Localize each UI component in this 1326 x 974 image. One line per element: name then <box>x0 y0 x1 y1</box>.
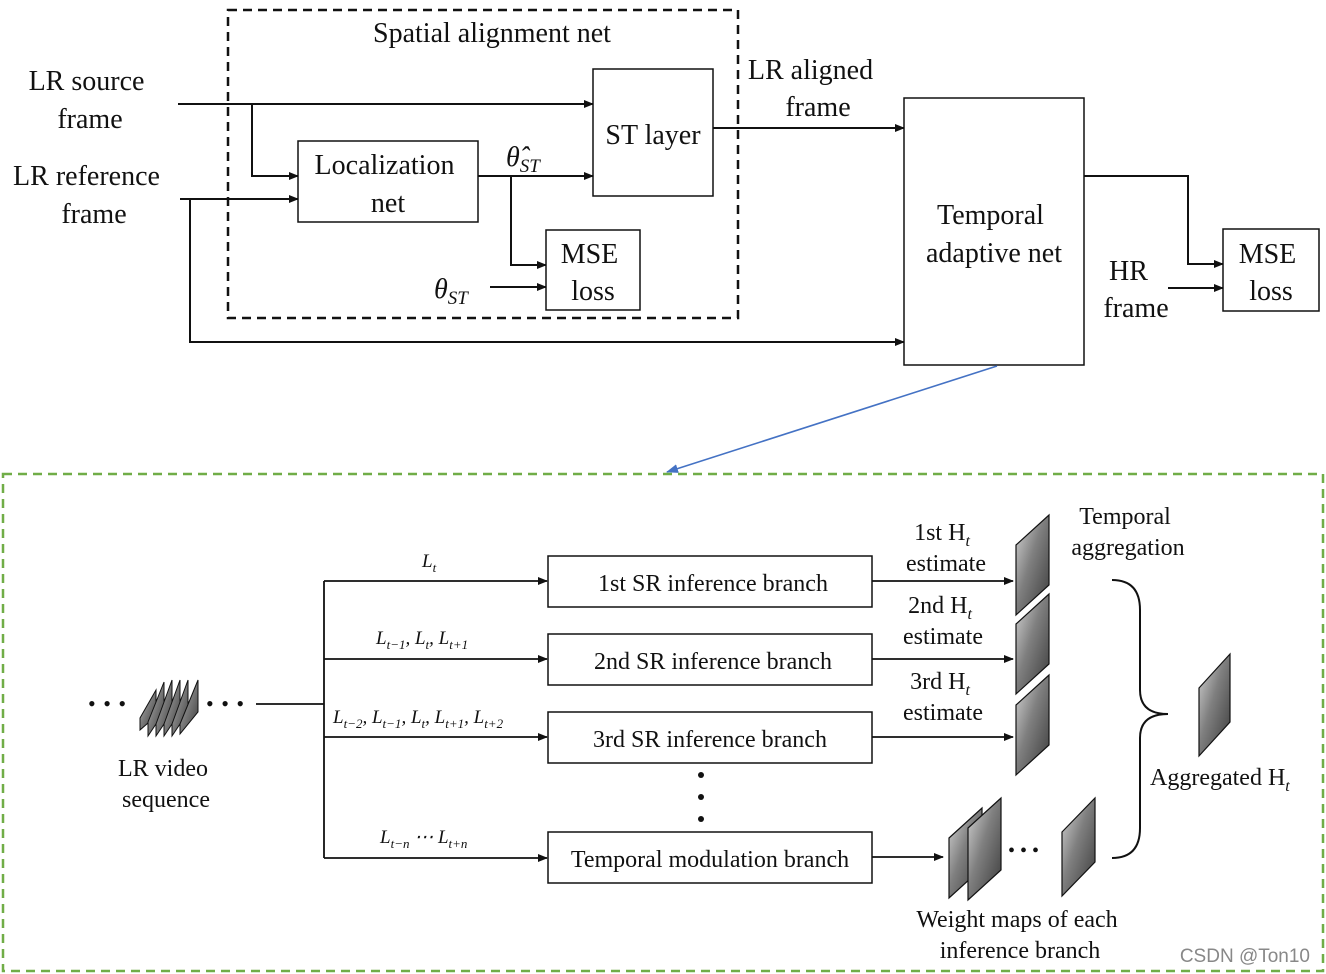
estimate-3-slab <box>1015 673 1050 777</box>
branch-1-label: 1st SR inference branch <box>598 571 828 597</box>
mse-loss-label-1: MSE loss <box>561 239 626 307</box>
localization-net-label: Localization net <box>315 150 462 219</box>
estimate-3-label: 3rd Ht estimate <box>903 669 983 726</box>
branch-1-box <box>547 555 873 608</box>
branch-2-input-label: Lt−1, Lt, Lt+1 <box>375 628 468 652</box>
branch-3-label: 3rd SR inference branch <box>593 727 827 753</box>
lr-video-stack-icon <box>139 679 199 738</box>
temporal-adaptive-net-detail-region <box>1 472 1325 973</box>
lr-aligned-label: LR aligned frame <box>748 55 880 123</box>
input-distribution-lines <box>256 577 548 862</box>
spatial-alignment-net-region <box>226 8 740 320</box>
weight-map-dots: • • • <box>1008 840 1039 862</box>
branch-4-input-label: Lt−n ⋯ Lt+n <box>379 827 467 851</box>
lr-video-sequence-label: LR video sequence <box>118 756 214 813</box>
lr-reference-label: LR reference frame <box>13 161 167 230</box>
theta-hat-st-label: θ̂ST <box>506 142 541 177</box>
right-dots: • • • <box>206 691 245 716</box>
mse-loss-label-2: MSE loss <box>1239 239 1304 307</box>
branch-3-box <box>547 711 873 764</box>
temporal-modulation-box <box>547 831 873 884</box>
localization-outputs <box>478 172 594 291</box>
localization-net-box <box>297 140 479 223</box>
branch-3-input-label: Lt−2, Lt−1, Lt, Lt+1, Lt+2 <box>332 707 504 731</box>
aggregation-brace <box>1111 579 1169 859</box>
lr-source-connectors <box>178 100 594 180</box>
branch-2-box <box>547 633 873 686</box>
branch-1-input-label: Lt <box>421 551 437 575</box>
estimate-slabs <box>1015 513 1050 777</box>
vertical-ellipsis <box>698 772 704 822</box>
st-layer-label: ST layer <box>605 120 701 151</box>
left-dots: • • • <box>88 691 127 716</box>
mse-loss-box-1 <box>545 229 641 311</box>
theta-st-label: θST <box>434 274 469 309</box>
st-layer-box <box>592 68 714 197</box>
estimate-2-label: 2nd Ht estimate <box>903 593 983 650</box>
estimate-1-slab <box>1015 513 1050 617</box>
lr-reference-connectors <box>180 195 905 346</box>
estimate-2-slab <box>1015 592 1050 696</box>
temporal-aggregation-label: Temporal aggregation <box>1071 504 1184 561</box>
weight-maps-label: Weight maps of each inference branch <box>916 907 1123 964</box>
temporal-adaptive-net-box <box>903 97 1085 366</box>
mse-loss-box-2 <box>1222 228 1320 312</box>
temporal-adaptive-net-label: Temporal adaptive net <box>926 200 1062 269</box>
zoom-link-arrow <box>666 365 998 473</box>
aggregated-ht-label: Aggregated Ht <box>1150 765 1290 795</box>
temporal-output-arrow <box>1084 175 1224 268</box>
hr-frame-label: HR frame <box>1103 256 1168 324</box>
weight-map-slabs <box>948 796 1096 902</box>
temporal-modulation-label: Temporal modulation branch <box>571 847 849 873</box>
aggregated-ht-slab <box>1198 652 1231 758</box>
branch-2-label: 2nd SR inference branch <box>594 649 832 675</box>
spatial-alignment-net-title: Spatial alignment net <box>373 18 611 49</box>
estimate-1-label: 1st Ht estimate <box>906 520 986 577</box>
watermark: CSDN @Ton10 <box>1180 946 1310 967</box>
estimate-arrows <box>872 577 1014 861</box>
lr-source-label: LR source frame <box>29 66 152 135</box>
